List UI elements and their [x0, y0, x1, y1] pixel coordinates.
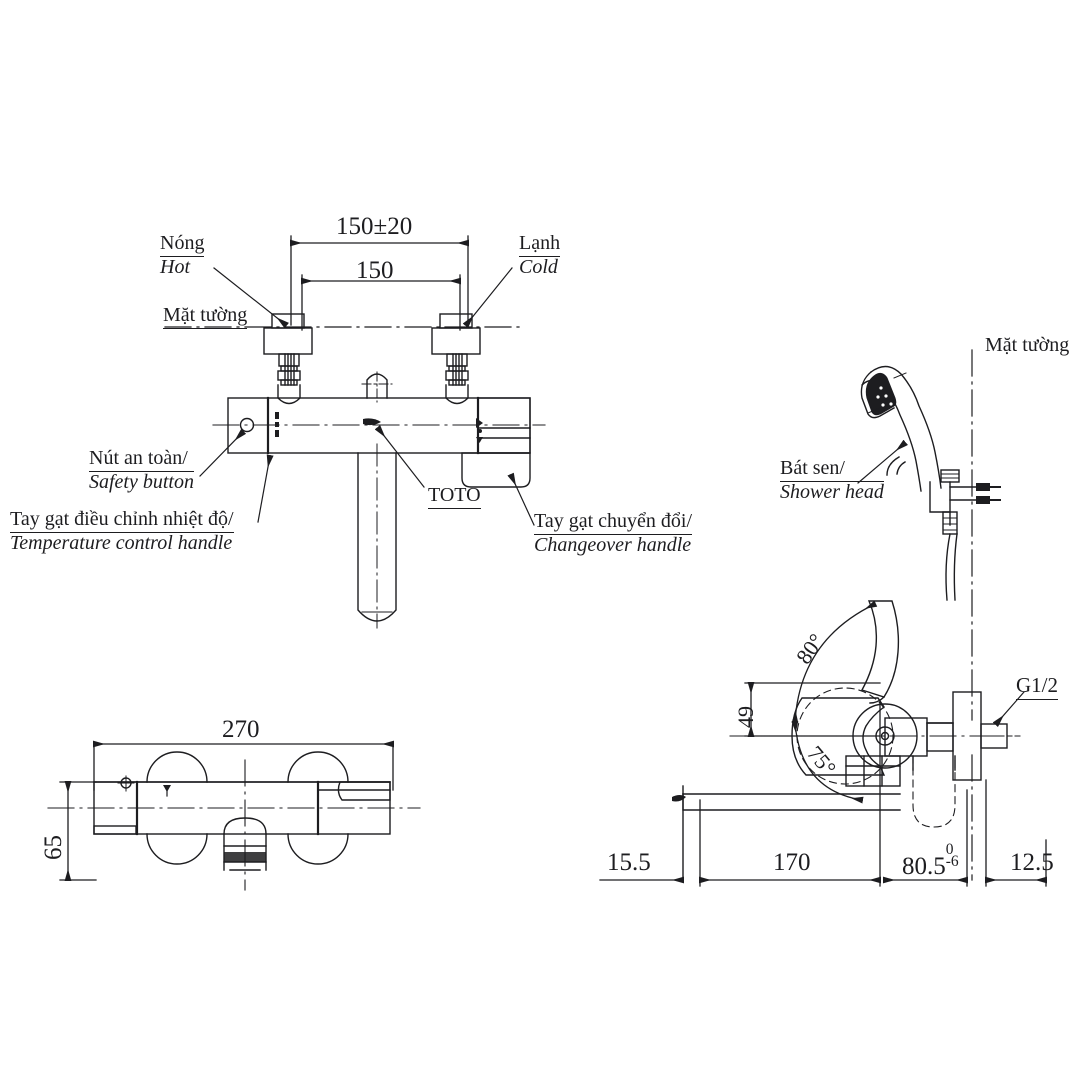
label-shower-vi: Bát sen/ — [780, 457, 884, 482]
mixer-body-front — [212, 396, 546, 488]
label-hot: Nóng Hot — [160, 232, 205, 278]
label-cold: Lạnh Cold — [519, 232, 561, 278]
mixer-body-plan — [47, 751, 421, 891]
dim-text-170: 170 — [773, 849, 811, 876]
label-cold-en: Cold — [519, 255, 558, 278]
label-cold-vi: Lạnh — [519, 232, 561, 257]
dim-text-150: 150 — [356, 257, 394, 284]
leader-changeover — [507, 472, 535, 526]
inlet-cold — [431, 313, 481, 405]
label-changeover-vi: Tay gạt chuyển đổi/ — [534, 510, 692, 535]
label-safety-button: Nút an toàn/ Safety button — [89, 447, 194, 493]
leader-toto — [374, 425, 425, 488]
label-thread-g12: G1/2 — [1016, 673, 1058, 700]
leader-temp — [257, 454, 274, 523]
spout-side — [672, 785, 901, 881]
shower-holder — [929, 469, 1001, 601]
dim-12_5 — [985, 779, 1047, 887]
leader-safety — [199, 428, 247, 477]
lever-open-position — [860, 600, 900, 704]
dim-150pm20 — [290, 235, 469, 326]
dim-49 — [744, 682, 881, 737]
center-cap — [361, 371, 393, 403]
label-wall-side: Mặt tường — [985, 334, 1070, 356]
label-wall-front: Mặt tường — [163, 304, 248, 329]
leader-hot — [213, 267, 289, 329]
tolerance-upper: 0 — [945, 840, 954, 858]
inlet-hot — [263, 313, 313, 405]
label-shower-en: Shower head — [780, 480, 884, 503]
label-brand-toto: TOTO — [428, 484, 481, 509]
label-hot-vi: Nóng — [160, 232, 205, 257]
dim-270 — [93, 740, 394, 791]
dim-80_5 — [883, 789, 968, 887]
dim-text-150pm20: 150±20 — [336, 213, 413, 240]
dim-text-270: 270 — [222, 716, 260, 743]
dim-text-15_5: 15.5 — [607, 849, 651, 876]
label-temp-vi: Tay gạt điều chỉnh nhiệt độ/ — [10, 508, 234, 533]
dim-150 — [301, 274, 461, 331]
leader-shower-head — [857, 439, 909, 484]
arc-80deg — [791, 600, 878, 724]
label-temperature-handle: Tay gạt điều chỉnh nhiệt độ/ Temperature… — [10, 508, 234, 554]
leader-g12 — [992, 691, 1025, 728]
label-shower-head: Bát sen/ Shower head — [780, 457, 884, 503]
tolerance-lower: -6 — [945, 853, 959, 871]
label-temp-en: Temperature control handle — [10, 531, 233, 554]
leader-cold — [462, 267, 513, 328]
dim-80_5-value: 80.5 — [902, 853, 946, 880]
label-safety-vi: Nút an toàn/ — [89, 447, 194, 472]
label-changeover-en: Changeover handle — [534, 533, 692, 556]
side-mixer-body — [729, 691, 1021, 828]
tolerance-stack: 0-6 — [945, 841, 960, 874]
shower-head — [860, 365, 942, 492]
dim-65 — [59, 781, 97, 881]
label-hot-en: Hot — [160, 255, 190, 278]
label-safety-en: Safety button — [89, 470, 194, 493]
label-changeover-handle: Tay gạt chuyển đổi/ Changeover handle — [534, 510, 692, 556]
dim-text-65: 65 — [40, 835, 67, 860]
spout-front — [357, 443, 397, 629]
dim-text-49: 49 — [733, 706, 758, 728]
dim-text-12_5: 12.5 — [1010, 849, 1054, 876]
dim-170 — [699, 699, 881, 887]
